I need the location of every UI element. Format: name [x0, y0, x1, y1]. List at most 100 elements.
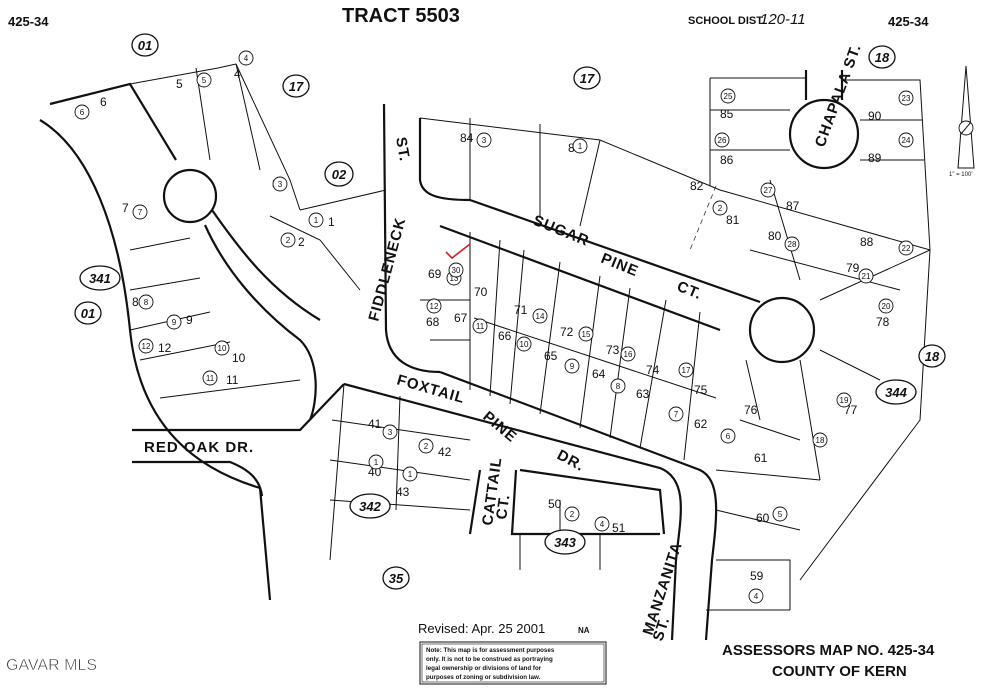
lot-number: 9	[186, 313, 193, 327]
parcel-circle-label: 8	[616, 382, 621, 391]
mls-watermark: GAVAR MLS	[6, 657, 97, 674]
parcel-circle-label: 19	[840, 396, 849, 405]
parcel-circle-label: 5	[778, 510, 783, 519]
tract-title: TRACT 5503	[342, 5, 460, 27]
map-number-left: 425-34	[8, 14, 49, 29]
parcel-circle-label: 16	[624, 350, 633, 359]
school-district-value: 120-11	[760, 11, 806, 28]
street-foxtail-dr: DR.	[554, 447, 587, 476]
lot-number: 41	[368, 417, 382, 431]
ref-344: 344	[885, 385, 907, 400]
lot-number: 71	[514, 303, 528, 317]
assessor-county: COUNTY OF KERN	[772, 663, 907, 680]
parcel-circle-label: 3	[278, 180, 283, 189]
parcel-circle-label: 10	[218, 344, 227, 353]
lot-number: 84	[460, 131, 474, 145]
lot-number: 4	[234, 67, 241, 81]
ref-18-top: 18	[875, 50, 890, 65]
ref-343: 343	[554, 535, 576, 550]
lot-number: 8	[132, 295, 139, 309]
parcel-circle	[572, 138, 588, 154]
school-district-label: SCHOOL DIST.	[688, 15, 765, 27]
lot-number: 65	[544, 349, 558, 363]
parcel-circle-label: 4	[244, 54, 249, 63]
parcel-circle	[712, 200, 728, 216]
lot-number: 85	[720, 107, 734, 121]
lot-number: 12	[158, 341, 172, 355]
parcel-circle-label: 7	[674, 410, 679, 419]
road-network	[39, 70, 860, 641]
parcel-circle-label: 1	[374, 458, 379, 467]
parcel-circle-label: 14	[536, 312, 545, 321]
street-fiddleneck-st: ST.	[392, 136, 413, 163]
parcel-circle-label: 21	[862, 272, 871, 281]
lot-number: 50	[548, 497, 562, 511]
street-manzanita-st: ST.	[650, 615, 674, 644]
street-foxtail-pine: PINE	[479, 408, 520, 446]
lot-number: 10	[232, 351, 246, 365]
lot-number: 72	[560, 325, 574, 339]
lot-number: 69	[428, 267, 442, 281]
scale-label: 1" = 100'	[949, 172, 972, 178]
note-line-3: legal ownership or divisions of land for	[426, 665, 542, 672]
lot-number: 60	[756, 511, 770, 525]
ref-342: 342	[359, 499, 381, 514]
ref-341: 341	[89, 271, 111, 286]
parcel-circle	[202, 370, 218, 386]
parcel-circle	[610, 378, 626, 394]
street-fiddleneck: FIDDLENECK	[365, 216, 409, 323]
lot-number: 90	[868, 109, 882, 123]
lot-number: 7	[122, 201, 129, 215]
street-red-oak: RED OAK DR.	[144, 439, 254, 456]
lot-number: 87	[786, 199, 800, 213]
street-cattail-ct: CT.	[493, 493, 513, 521]
north-arrow-icon	[957, 65, 975, 169]
parcel-circle	[132, 204, 148, 220]
lot-number: 42	[438, 445, 452, 459]
parcel-circle-label: 12	[430, 302, 439, 311]
assessor-map-number: ASSESSORS MAP NO. 425-34	[722, 642, 935, 659]
ref-35: 35	[389, 571, 404, 586]
lot-number: 80	[768, 229, 782, 243]
lot-number: 63	[636, 387, 650, 401]
parcel-circle	[516, 336, 532, 352]
ref-17-center: 17	[580, 71, 595, 86]
parcel-circle-label: 13	[450, 274, 459, 283]
lot-number: 74	[646, 363, 660, 377]
parcel-circle	[166, 314, 182, 330]
parcel-circle-label: 11	[206, 374, 215, 383]
lot-number: 81	[726, 213, 740, 227]
parcel-circle	[812, 432, 828, 448]
lot-number: 75	[694, 383, 708, 397]
street-sugar-pine: PINE	[599, 250, 642, 280]
lot-number: 5	[176, 77, 183, 91]
note-line-4: purposes of zoning or subdivision law.	[426, 674, 541, 681]
parcel-circle	[714, 132, 730, 148]
ref-18-right: 18	[925, 349, 940, 364]
lot-number: 82	[690, 179, 704, 193]
parcel-circle	[748, 588, 764, 604]
parcel-circle-label: 2	[424, 442, 429, 451]
lot-number: 78	[876, 315, 890, 329]
parcel-circle	[668, 406, 684, 422]
parcel-circle	[532, 308, 548, 324]
parcel-circle	[578, 326, 594, 342]
parcel-circle-label: 22	[902, 244, 911, 253]
parcel-circle-label: 5	[202, 76, 207, 85]
parcel-circle-label: 20	[882, 302, 891, 311]
parcel-circle-label: 8	[144, 298, 149, 307]
map-number-right: 425-34	[888, 14, 929, 29]
parcel-circle-label: 10	[520, 340, 529, 349]
parcel-circle-label: 27	[764, 186, 773, 195]
parcel-circle-label: 30	[452, 266, 461, 275]
check-mark-icon	[445, 243, 471, 260]
parcel-circle-label: 18	[816, 436, 825, 445]
lot-number: 59	[750, 569, 764, 583]
map-reference-markers: 01 17 02 17 18 341 01 18 344 342 343 35	[74, 33, 946, 590]
parcel-circle-label: 2	[570, 510, 575, 519]
lot-number: 1	[328, 215, 335, 229]
parcel-circle-label: 2	[286, 236, 291, 245]
parcel-circle	[368, 454, 384, 470]
parcel-circle	[196, 72, 212, 88]
